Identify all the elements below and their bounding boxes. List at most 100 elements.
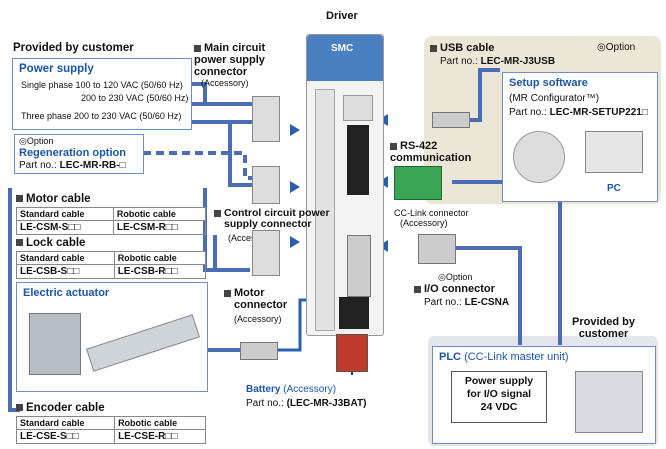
usb-partno: LEC-MR-J3USB [480, 56, 556, 67]
cd-icon [513, 131, 565, 183]
driver-terminal-strip [315, 89, 335, 331]
cclink-label: CC-Link connector (Accessory) [394, 208, 469, 228]
main-circuit-line3: connector [194, 66, 248, 78]
customer-right-line2: customer [578, 328, 629, 340]
customer-label-right: Provided by customer [572, 316, 635, 340]
control-circuit-connector [252, 166, 280, 204]
setup-title: Setup software [509, 77, 588, 89]
driver-cn-port-3 [339, 297, 369, 329]
electric-actuator-title: Electric actuator [23, 287, 110, 299]
plc-ps-line3: 24 VDC [480, 401, 518, 413]
battery-block [336, 334, 368, 372]
pc-label: PC [607, 183, 621, 194]
io-option: ◎Option [438, 272, 473, 282]
main-circuit-connector [252, 96, 280, 142]
usb-title-wrap: USB cable [430, 42, 494, 54]
motor-cable-title-wrap: Motor cable [16, 193, 91, 205]
motor-connector-line1: Motor [234, 287, 265, 299]
power-supply-box: Power supply Single phase 100 to 120 VAC… [12, 58, 192, 130]
power-supply-line1: Single phase 100 to 120 VAC (50/60 Hz) [21, 80, 183, 90]
plc-ps-line1: Power supply [464, 375, 534, 387]
motor-cable-h1: Standard cable [16, 207, 114, 221]
motor-connector-image [252, 230, 280, 276]
main-circuit-line1: Main circuit [204, 42, 266, 54]
lock-cable-h2: Robotic cable [113, 251, 207, 265]
driver-top-panel: SMC [307, 35, 383, 81]
rs422-line2: communication [390, 152, 472, 164]
rs422-line1: RS-422 [400, 140, 438, 152]
usb-title: USB cable [440, 42, 495, 54]
driver-display [343, 95, 373, 121]
io-connector-image [418, 234, 456, 264]
lock-cable-v2: LE-CSB-R□□ [113, 264, 207, 279]
motor-connector-accessory: (Accessory) [234, 314, 282, 324]
bullet-icon [194, 44, 201, 52]
driver-brand: SMC [331, 43, 354, 54]
plc-unit-image [575, 371, 643, 433]
motor-cable-v2: LE-CSM-R□□ [112, 220, 207, 235]
cclink-cable [452, 180, 562, 345]
lock-cable-title: Lock cable [26, 237, 86, 249]
actuator-motor-image [29, 313, 81, 375]
customer-right-line1: Provided by [572, 316, 635, 328]
regen-partno: LEC-MR-RB-□ [59, 160, 126, 171]
regen-title: Regeneration option [19, 147, 126, 159]
bullet-icon [430, 44, 437, 52]
usb-option: ◎Option [597, 42, 636, 53]
io-power-supply-box: Power supply for I/O signal 24 VDC [451, 371, 547, 423]
cclink-connector [394, 166, 442, 200]
lock-cable-v1: LE-CSB-S□□ [16, 264, 115, 279]
regen-option-box: ◎Option Regeneration option Part no.: LE… [14, 134, 144, 174]
control-circuit-line2: supply connector [224, 218, 312, 230]
io-partno: LE-CSNA [464, 297, 510, 308]
motor-connector-line2: connector [234, 299, 288, 311]
battery-accessory: (Accessory) [283, 384, 337, 395]
io-cable [452, 246, 522, 345]
io-partno-label: Part no.: [424, 297, 462, 308]
customer-label-left: Provided by customer [13, 42, 134, 54]
driver-label: Driver [326, 10, 358, 22]
encoder-cable-title: Encoder cable [26, 402, 105, 414]
setup-partno: LEC-MR-SETUP221□ [549, 107, 648, 118]
main-circuit-line2: power supply [194, 54, 265, 66]
bullet-icon [414, 285, 421, 293]
io-title: I/O connector [424, 283, 495, 295]
driver-cn-port-2 [347, 235, 371, 297]
regen-partno-label: Part no.: [19, 160, 57, 171]
setup-line1: (MR Configurator™) [509, 93, 600, 104]
main-circuit-accessory: (Accessory) [201, 78, 249, 88]
cclink-line1: CC-Link connector [394, 208, 469, 218]
plc-sub: (CC-Link master unit) [464, 351, 569, 363]
actuator-rod-image [86, 314, 200, 372]
encoder-plug [240, 342, 278, 360]
usb-cable [470, 68, 500, 122]
encoder-cable-v1: LE-CSE-S□□ [15, 429, 116, 444]
driver-cn-port-1 [347, 125, 369, 195]
plc-ps-line2: for I/O signal [466, 388, 532, 400]
io-title-wrap: I/O connector [414, 283, 495, 295]
usb-partno-label: Part no.: [440, 56, 478, 67]
control-circuit-accessory: (Accessory) [228, 233, 276, 243]
battery-partno: (LEC-MR-J3BAT) [286, 398, 367, 409]
main-circuit-label: Main circuit power supply connector [194, 42, 265, 78]
regen-cable [143, 151, 270, 180]
battery-partno-label: Part no.: [246, 398, 284, 409]
regen-option-tag: ◎Option [19, 136, 54, 146]
encoder-cable-v2: LE-CSE-R□□ [114, 429, 206, 444]
power-supply-line3: Three phase 200 to 230 VAC (50/60 Hz) [21, 111, 182, 121]
control-circuit-line1: Control circuit power [224, 207, 330, 219]
cclink-line2: (Accessory) [400, 218, 448, 228]
encoder-cable-h2: Robotic cable [114, 416, 206, 430]
bullet-icon [390, 142, 397, 150]
usb-plug [432, 112, 470, 128]
motor-cable-title: Motor cable [26, 193, 91, 205]
bullet-icon [16, 239, 23, 247]
bullet-icon [214, 209, 221, 217]
power-supply-title: Power supply [19, 63, 94, 75]
plc-title: PLC [439, 351, 461, 363]
plc-box: PLC (CC-Link master unit) Power supply f… [432, 346, 656, 444]
motor-connector-label: Motor connector [224, 287, 287, 311]
